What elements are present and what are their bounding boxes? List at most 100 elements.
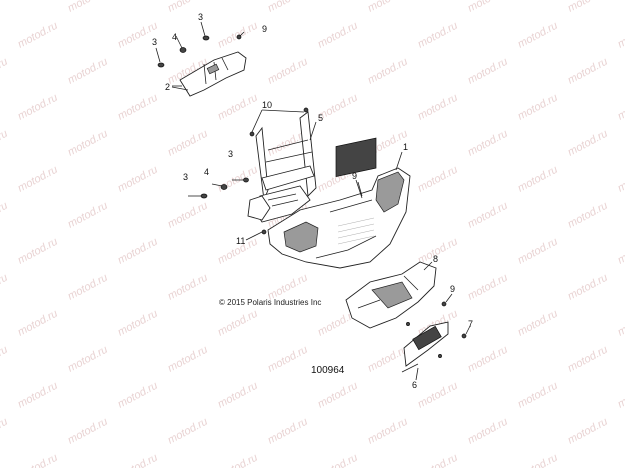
fastener-10b xyxy=(303,107,309,113)
watermark-text: motod.ru xyxy=(616,308,625,339)
watermark-text: motod.ru xyxy=(166,0,210,15)
watermark-text: motod.ru xyxy=(516,20,560,51)
watermark-text: motod.ru xyxy=(466,416,510,447)
watermark-text: motod.ru xyxy=(116,308,160,339)
bolt-3b xyxy=(202,35,210,41)
callout-4b: 4 xyxy=(204,167,209,177)
watermark-text: motod.ru xyxy=(366,56,410,87)
watermark-text: motod.ru xyxy=(0,344,10,375)
watermark-text: motod.ru xyxy=(416,452,460,468)
watermark-text: motod.ru xyxy=(416,380,460,411)
watermark-text: motod.ru xyxy=(216,452,260,468)
mid-fastener-group xyxy=(188,177,271,235)
watermark-text: motod.ru xyxy=(416,92,460,123)
grille-mesh xyxy=(335,137,377,178)
watermark-text: motod.ru xyxy=(116,92,160,123)
fastener-9b xyxy=(441,301,447,307)
watermark-text: motod.ru xyxy=(166,416,210,447)
watermark-text: motod.ru xyxy=(566,128,610,159)
watermark-text: motod.ru xyxy=(566,344,610,375)
callout-9a: 9 xyxy=(262,24,267,34)
callout-labels: 3 4 3 9 2 10 5 1 3 4 3 9 11 8 9 7 6 xyxy=(152,12,473,390)
figure-number: 100964 xyxy=(311,365,345,376)
watermark-text: motod.ru xyxy=(516,452,560,468)
callout-2: 2 xyxy=(165,82,170,92)
watermark-text: motod.ru xyxy=(316,452,360,468)
watermark-text: motod.ru xyxy=(66,344,110,375)
watermark-text: motod.ru xyxy=(366,416,410,447)
callout-10: 10 xyxy=(262,100,272,110)
watermark-text: motod.ru xyxy=(0,416,10,447)
callout-9c: 9 xyxy=(450,284,455,294)
clip-2 xyxy=(438,354,442,358)
leader-lines xyxy=(171,86,433,381)
callout-5: 5 xyxy=(318,113,323,123)
watermark-text: motod.ru xyxy=(116,164,160,195)
watermark-text: motod.ru xyxy=(616,452,625,468)
callout-9b: 9 xyxy=(352,171,357,181)
callout-8: 8 xyxy=(433,254,438,264)
watermark-text: motod.ru xyxy=(216,380,260,411)
watermark-text: motod.ru xyxy=(566,0,610,15)
mount-bracket-2 xyxy=(179,51,247,97)
watermark-text: motod.ru xyxy=(516,308,560,339)
callout-3d: 3 xyxy=(183,172,188,182)
watermark-text: motod.ru xyxy=(266,0,310,15)
bolt-3a xyxy=(157,62,165,68)
watermark-text: motod.ru xyxy=(516,92,560,123)
watermark-text: motod.ru xyxy=(116,452,160,468)
watermark-text: motod.ru xyxy=(116,236,160,267)
watermark-text: motod.ru xyxy=(216,308,260,339)
watermark-text: motod.ru xyxy=(466,272,510,303)
callout-3c: 3 xyxy=(228,149,233,159)
watermark-text: motod.ru xyxy=(616,380,625,411)
watermark-text: motod.ru xyxy=(216,164,260,195)
watermark-text: motod.ru xyxy=(16,20,60,51)
watermark-text: motod.ru xyxy=(616,236,625,267)
watermark-text: motod.ru xyxy=(166,200,210,231)
watermark-text: motod.ru xyxy=(0,272,10,303)
watermark-text: motod.ru xyxy=(516,380,560,411)
watermark-text: motod.ru xyxy=(566,200,610,231)
callout-4a: 4 xyxy=(172,32,177,42)
copyright-caption: © 2015 Polaris Industries Inc xyxy=(219,298,321,307)
watermark-text: motod.ru xyxy=(416,20,460,51)
watermark-text: motod.ru xyxy=(166,128,210,159)
fastener-9a xyxy=(236,34,242,40)
callout-3a: 3 xyxy=(152,37,157,47)
watermark-text: motod.ru xyxy=(0,200,10,231)
watermark-text: motod.ru xyxy=(566,272,610,303)
watermark-text: motod.ru xyxy=(66,272,110,303)
watermark-text: motod.ru xyxy=(566,56,610,87)
watermark-text: motod.ru xyxy=(66,56,110,87)
callout-6: 6 xyxy=(412,380,417,390)
watermark-text: motod.ru xyxy=(66,416,110,447)
watermark-text: motod.ru xyxy=(516,164,560,195)
watermark-text: motod.ru xyxy=(16,308,60,339)
watermark-text: motod.ru xyxy=(0,0,10,15)
headlight-right xyxy=(375,171,405,213)
watermark-text: motod.ru xyxy=(66,128,110,159)
nut-4a xyxy=(179,47,187,53)
watermark-text: motod.ru xyxy=(416,164,460,195)
lower-skid-8 xyxy=(345,261,453,329)
upper-bracket-assembly xyxy=(155,21,247,97)
callout-7: 7 xyxy=(468,319,473,329)
watermark-text: motod.ru xyxy=(16,236,60,267)
front-tower-assembly xyxy=(249,107,317,223)
watermark-text: motod.ru xyxy=(16,92,60,123)
fastener-7 xyxy=(461,333,467,339)
watermark-text: motod.ru xyxy=(616,20,625,51)
watermark-text: motod.ru xyxy=(16,164,60,195)
watermark-text: motod.ru xyxy=(466,128,510,159)
watermark-text: motod.ru xyxy=(16,452,60,468)
bolt-3d xyxy=(200,193,208,199)
watermark-text: motod.ru xyxy=(516,236,560,267)
watermark-text: motod.ru xyxy=(366,344,410,375)
watermark-text: motod.ru xyxy=(166,344,210,375)
fastener-11 xyxy=(261,229,267,235)
callout-3b: 3 xyxy=(198,12,203,22)
watermark-text: motod.ru xyxy=(266,344,310,375)
bolt-3c xyxy=(243,177,249,183)
fastener-10a xyxy=(249,131,255,137)
